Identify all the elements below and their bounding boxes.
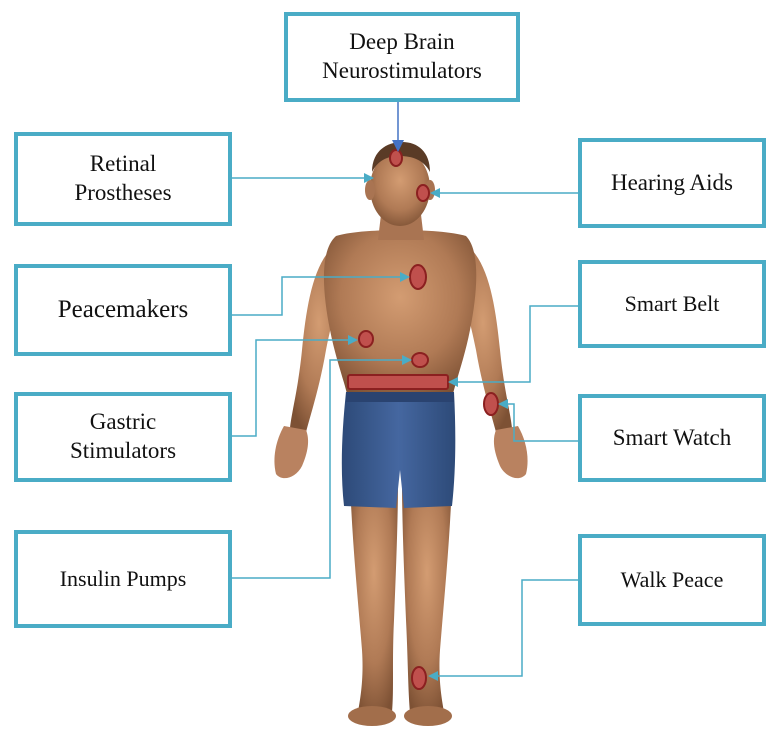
label-walk-peace-text: Walk Peace: [621, 566, 724, 594]
label-insulin-pumps: Insulin Pumps: [14, 530, 232, 628]
marker-deep-brain: [390, 150, 402, 166]
label-hearing-aids: Hearing Aids: [578, 138, 766, 228]
label-deep-brain-line2: Neurostimulators: [322, 57, 482, 86]
marker-walk-peace: [412, 667, 426, 689]
label-gastric-stimulators: Gastric Stimulators: [14, 392, 232, 482]
label-insulin-text: Insulin Pumps: [60, 565, 187, 593]
connector-walk-peace: [430, 580, 578, 676]
marker-gastric: [359, 331, 373, 347]
label-smart-belt-text: Smart Belt: [625, 290, 720, 318]
label-retinal-line2: Prostheses: [74, 179, 171, 208]
label-peacemakers: Peacemakers: [14, 264, 232, 356]
label-deep-brain-neurostimulators: Deep Brain Neurostimulators: [284, 12, 520, 102]
label-peacemakers-text: Peacemakers: [58, 294, 188, 325]
marker-smart-watch: [484, 393, 498, 415]
label-walk-peace: Walk Peace: [578, 534, 766, 626]
label-smart-watch: Smart Watch: [578, 394, 766, 482]
label-smart-belt: Smart Belt: [578, 260, 766, 348]
label-gastric-line1: Gastric: [90, 408, 156, 437]
marker-smart-belt: [348, 375, 448, 389]
label-deep-brain-line1: Deep Brain: [349, 28, 454, 57]
label-retinal-line1: Retinal: [90, 150, 156, 179]
marker-pacemaker: [410, 265, 426, 289]
marker-insulin: [412, 353, 428, 367]
label-retinal-prostheses: Retinal Prostheses: [14, 132, 232, 226]
label-hearing-text: Hearing Aids: [611, 169, 733, 198]
label-gastric-line2: Stimulators: [70, 437, 176, 466]
human-figure: [274, 142, 527, 726]
marker-hearing-aid: [417, 185, 429, 201]
label-smart-watch-text: Smart Watch: [613, 424, 731, 453]
